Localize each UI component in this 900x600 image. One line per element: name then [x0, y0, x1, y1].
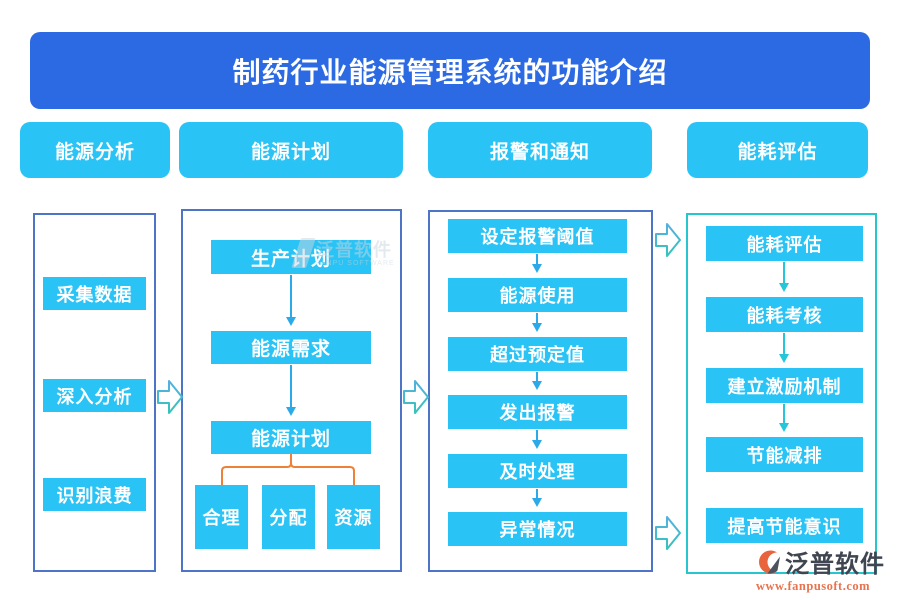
header-energy-evaluation: 能耗评估	[687, 122, 868, 178]
column-arrow-icon	[403, 380, 429, 414]
node-abnormal-situation: 异常情况	[448, 512, 627, 546]
branch-connector-icon	[221, 454, 355, 485]
node-energy-usage: 能源使用	[448, 278, 627, 312]
node-raise-awareness: 提高节能意识	[706, 508, 863, 543]
fanpu-logo: 泛普软件 www.fanpusoft.com	[756, 544, 896, 594]
node-energy-plan: 能源计划	[211, 421, 371, 454]
node-collect-data: 采集数据	[43, 277, 146, 310]
header-energy-analysis: 能源分析	[20, 122, 170, 178]
header-energy-planning: 能源计划	[179, 122, 403, 178]
node-energy-saving: 节能减排	[706, 437, 863, 472]
node-energy-assessment: 能耗考核	[706, 297, 863, 332]
down-arrow-icon	[532, 489, 542, 507]
node-set-alarm-threshold: 设定报警阈值	[448, 219, 627, 253]
node-timely-handle: 及时处理	[448, 454, 627, 488]
down-arrow-icon	[779, 333, 789, 363]
page-title: 制药行业能源管理系统的功能介绍	[30, 32, 870, 109]
brand-name: 泛普软件	[785, 552, 885, 578]
website-url: www.fanpusoft.com	[756, 579, 871, 593]
brand-mark-icon	[759, 550, 780, 574]
down-arrow-icon	[286, 275, 296, 326]
down-arrow-icon	[532, 313, 542, 332]
column-arrow-icon	[655, 516, 681, 550]
node-energy-evaluation: 能耗评估	[706, 226, 863, 261]
header-alarm-notify: 报警和通知	[428, 122, 652, 178]
node-exceed-preset: 超过预定值	[448, 337, 627, 371]
down-arrow-icon	[286, 365, 296, 416]
node-reasonable: 合理	[195, 485, 248, 549]
node-deep-analysis: 深入分析	[43, 379, 146, 412]
down-arrow-icon	[532, 254, 542, 273]
node-allocate: 分配	[262, 485, 315, 549]
node-identify-waste: 识别浪费	[43, 478, 146, 511]
down-arrow-icon	[532, 372, 542, 390]
down-arrow-icon	[779, 404, 789, 432]
node-production-plan: 生产计划	[211, 240, 371, 274]
column-arrow-icon	[157, 380, 183, 414]
down-arrow-icon	[532, 430, 542, 449]
node-energy-demand: 能源需求	[211, 331, 371, 364]
node-resource: 资源	[327, 485, 380, 549]
node-issue-alarm: 发出报警	[448, 395, 627, 429]
down-arrow-icon	[779, 262, 789, 292]
column-arrow-icon	[655, 223, 681, 257]
node-incentive-mechanism: 建立激励机制	[706, 368, 863, 403]
